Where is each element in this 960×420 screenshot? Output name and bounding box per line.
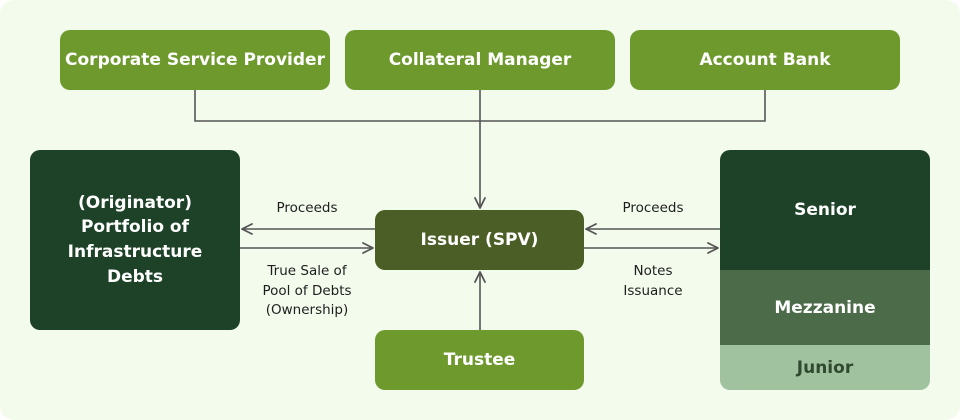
left-proceeds-label: Proceeds bbox=[276, 200, 338, 216]
senior-tranche: Senior bbox=[720, 150, 930, 270]
originator-label: (Originator) Portfolio of Infrastructure… bbox=[68, 191, 203, 290]
notes-issuance-line-2: Issuance bbox=[623, 282, 683, 299]
mezzanine-tranche: Mezzanine bbox=[720, 270, 930, 345]
issuer-spv-label: Issuer (SPV) bbox=[420, 230, 539, 250]
true-sale-line-2: Pool of Debts bbox=[262, 282, 352, 299]
senior-tranche-label: Senior bbox=[794, 200, 856, 220]
junior-tranche: Junior bbox=[720, 345, 930, 390]
corporate-service-provider-label: Corporate Service Provider bbox=[65, 50, 325, 70]
originator-line-2: Portfolio of bbox=[80, 217, 190, 238]
tranches-stack: Senior Mezzanine Junior bbox=[720, 150, 930, 390]
collateral-manager-box: Collateral Manager bbox=[345, 30, 615, 90]
originator-line-3: Infrastructure bbox=[67, 242, 203, 262]
mezzanine-tranche-label: Mezzanine bbox=[774, 297, 876, 318]
account-bank-label: Account Bank bbox=[699, 50, 831, 70]
trustee-label: Trustee bbox=[443, 350, 516, 370]
notes-issuance-label: Notes Issuance bbox=[594, 262, 712, 301]
issuer-spv-box: Issuer (SPV) bbox=[375, 210, 584, 270]
true-sale-line-3: (Ownership) bbox=[265, 302, 349, 319]
true-sale-label: True Sale of Pool of Debts (Ownership) bbox=[244, 262, 370, 321]
originator-line-1: (Originator) bbox=[78, 192, 192, 213]
true-sale-line-1: True Sale of bbox=[267, 263, 347, 279]
corporate-service-provider-box: Corporate Service Provider bbox=[60, 30, 330, 90]
trustee-box: Trustee bbox=[375, 330, 584, 390]
right-proceeds-label: Proceeds bbox=[622, 200, 684, 216]
originator-line-4: Debts bbox=[106, 266, 164, 287]
collateral-manager-label: Collateral Manager bbox=[388, 50, 572, 70]
notes-issuance-line-1: Notes bbox=[633, 263, 673, 279]
account-bank-box: Account Bank bbox=[630, 30, 900, 90]
originator-portfolio-box: (Originator) Portfolio of Infrastructure… bbox=[30, 150, 240, 330]
junior-tranche-label: Junior bbox=[796, 357, 854, 378]
